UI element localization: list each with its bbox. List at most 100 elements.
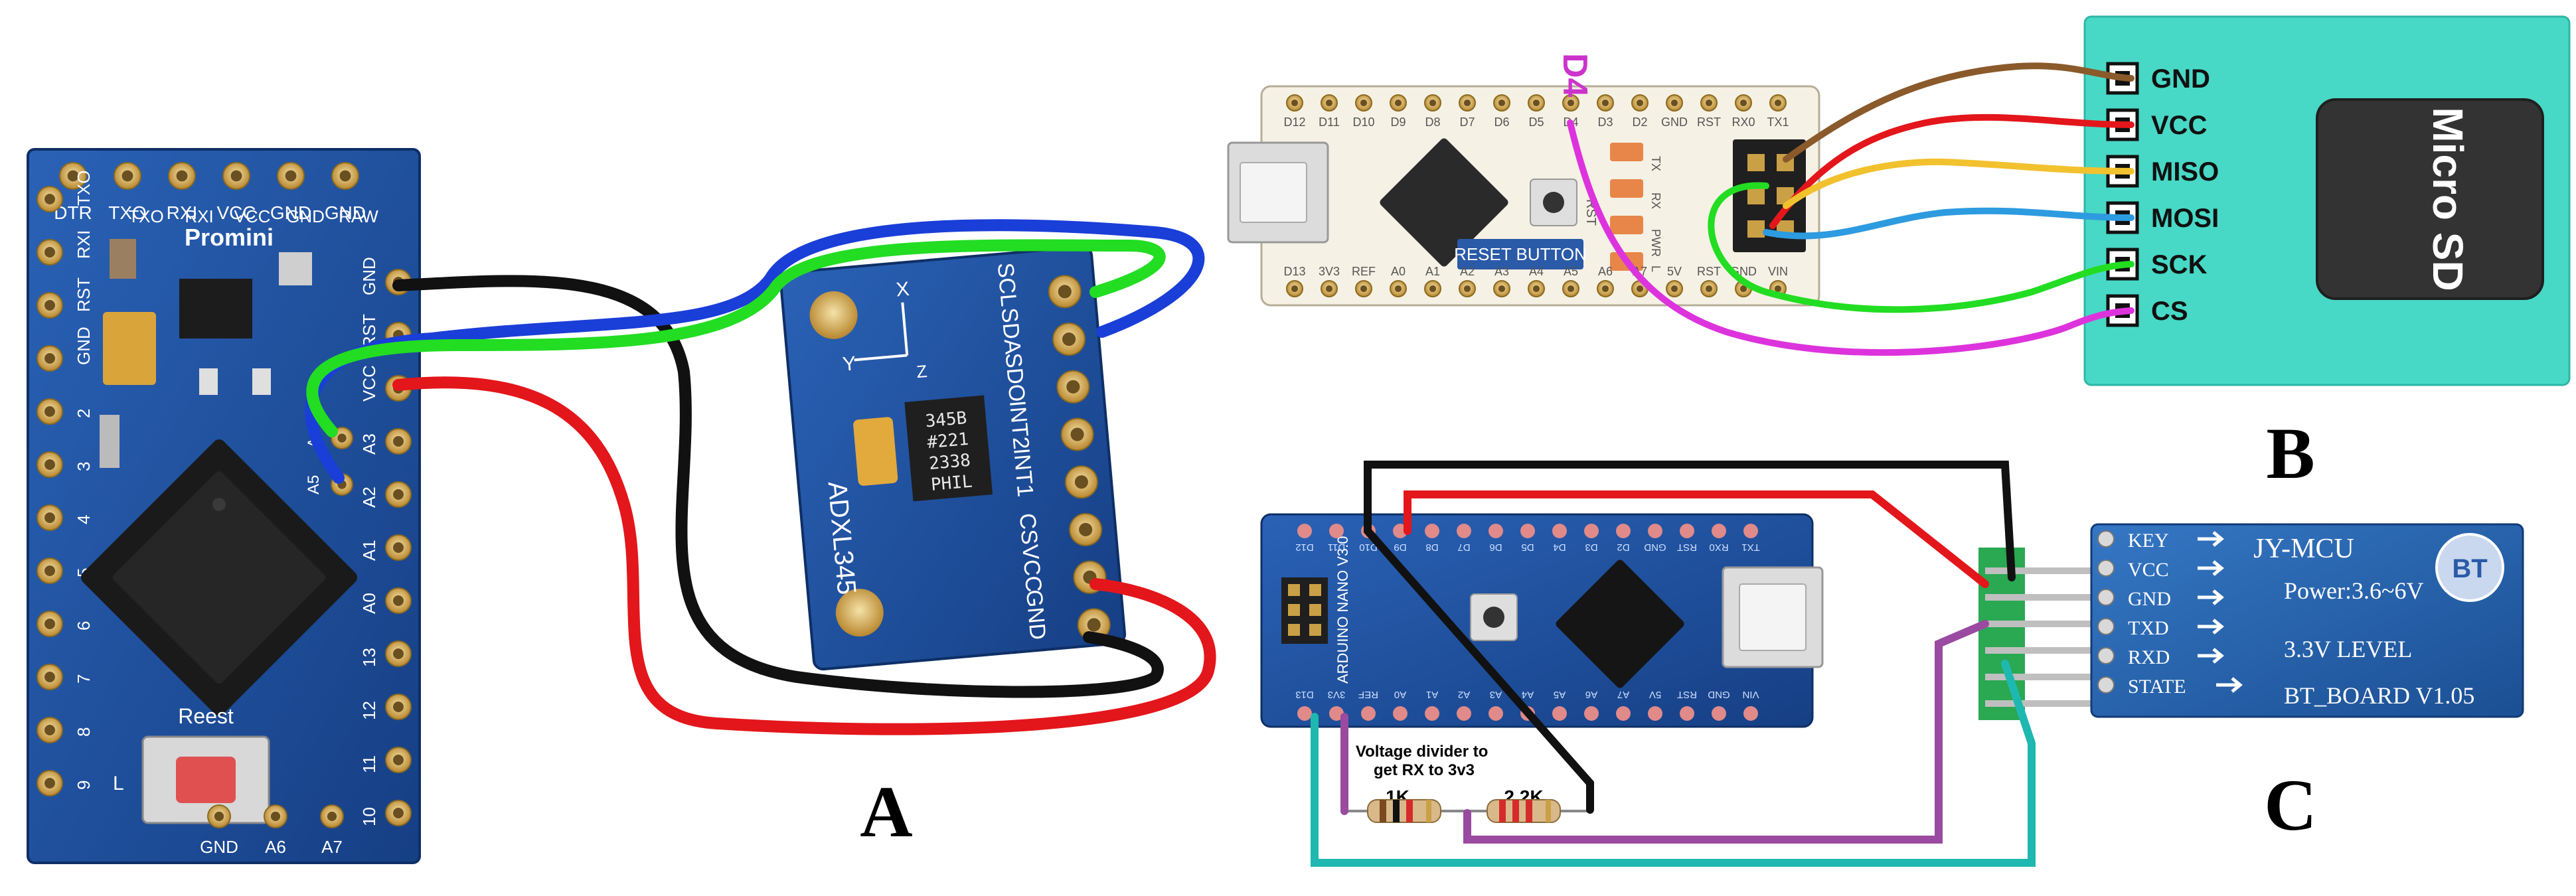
reset-button-label: RESET BUTTON xyxy=(1454,244,1587,264)
adxl-chip-text: 2338 xyxy=(928,451,971,474)
bt-pin-label: STATE xyxy=(2128,676,2186,698)
wires-panel-b xyxy=(1567,62,2134,356)
nano-c-bottom-pad xyxy=(1297,706,1312,721)
promini-top-pin-label: GND xyxy=(270,202,311,223)
wire-yellow-miso xyxy=(1783,158,2134,209)
nano-c-top-pad xyxy=(1297,524,1312,538)
nano-c-top-pad xyxy=(1712,524,1726,538)
promini-left-pin-label: 8 xyxy=(74,727,94,737)
nano-c-board-text: ARDUINO NANO V3.0 xyxy=(1334,536,1351,684)
bt-pin-label: RXD xyxy=(2128,646,2170,668)
promini-top-pin-label: GND xyxy=(325,202,366,223)
nano-c-top-pin-label: D2 xyxy=(1617,542,1629,553)
bt-title: JY-MCU xyxy=(2253,534,2354,564)
nano-b-bottom-pin-label: A1 xyxy=(1425,265,1440,278)
bt-info-line: Power:3.6~6V xyxy=(2284,577,2423,604)
nano-c-bottom-pin-label: A4 xyxy=(1522,689,1534,700)
resistor-2k2 xyxy=(1487,799,1561,823)
nano-b-bottom-pin-label: A3 xyxy=(1494,265,1509,278)
bt-logo: BT xyxy=(2452,554,2487,583)
nano-c-bottom-pin-label: A1 xyxy=(1426,689,1438,700)
nano-c-bottom-pad xyxy=(1425,706,1439,721)
wire-red-vcc xyxy=(1404,490,1989,588)
adxl-pin-label: CS xyxy=(1014,512,1042,546)
nano-b-top-pin-label: D3 xyxy=(1597,115,1613,129)
nano-b-led xyxy=(1610,216,1643,234)
promini-left-pin-label: 7 xyxy=(74,674,94,684)
nano-b-top-pin-label: D2 xyxy=(1632,115,1647,129)
nano-c-top-pad xyxy=(1520,524,1535,538)
promini-left-pin-label: RXI xyxy=(74,230,94,259)
nano-b-led-label: PWR xyxy=(1649,229,1662,257)
nano-c-top-pad xyxy=(1743,524,1758,538)
nano-b-led xyxy=(1610,179,1643,198)
wires-panel-c xyxy=(1311,461,2036,867)
nano-b-bottom-pin-label: REF xyxy=(1352,265,1376,278)
nano-c-bottom-pin-label: A5 xyxy=(1554,689,1566,700)
nano-b-bottom-pin-label: 3V3 xyxy=(1319,265,1340,278)
wire-lightblue-mosi xyxy=(1763,207,2134,240)
nano-b-bottom-pin-label: RST xyxy=(1697,265,1721,278)
wire-green-sck xyxy=(1708,182,2134,313)
adxl-chip-text: PHIL xyxy=(930,472,973,495)
header-pin xyxy=(1985,567,2098,574)
nano-b-led-label: TX xyxy=(1649,156,1662,171)
promini-left-pin-label: 2 xyxy=(74,409,94,418)
wire-red-vcc xyxy=(1769,113,2134,229)
nano-c-top-pin-label: D4 xyxy=(1553,542,1566,553)
nano-c-top-pin-label: D11 xyxy=(1328,542,1345,553)
panel-label-b: B xyxy=(2266,413,2314,494)
nano-c-bottom-pad xyxy=(1712,706,1726,721)
nano-c-top-pad xyxy=(1616,524,1631,538)
panel-label-c: C xyxy=(2264,765,2316,846)
wire-red-vcc xyxy=(392,376,1216,735)
wire-teal-tx xyxy=(1311,660,2036,867)
nano-c-bottom-pad xyxy=(1648,706,1662,721)
nano-b-bottom-pin-label: D13 xyxy=(1283,265,1305,278)
wire-purple-rx xyxy=(1340,620,1989,844)
promini-left-pin-label: TXO xyxy=(74,171,94,206)
panel-label-a: A xyxy=(860,771,912,852)
nano-b-top-pin-label: D9 xyxy=(1390,115,1406,129)
promini-left-pin-label: GND xyxy=(74,327,94,365)
promini-right-pin-label: 12 xyxy=(359,701,379,720)
nano-b-bottom-pin-label: A5 xyxy=(1564,265,1578,278)
wire-magenta-cs xyxy=(1567,119,2134,356)
nano-c-bottom-pad xyxy=(1680,706,1694,721)
nano-b-led-label: L xyxy=(1649,265,1662,272)
nano-c-top-pin-label: D8 xyxy=(1425,542,1438,553)
sd-pin-label: VCC xyxy=(2151,111,2207,140)
nano-c-top-pin-label: D10 xyxy=(1359,542,1378,553)
reset-button: Reest xyxy=(141,704,270,824)
nano-b-led xyxy=(1610,143,1643,161)
nano-c-bottom-pad xyxy=(1329,706,1344,721)
promini-right-pin-label: GND xyxy=(359,257,379,295)
reset-label: Reest xyxy=(178,704,234,728)
promini-analog-label: A5 xyxy=(305,475,323,494)
adxl-pin-label: GND xyxy=(1021,589,1050,641)
sd-card-label: Micro SD xyxy=(2424,107,2472,291)
adxl-pin-label: VCC xyxy=(1017,544,1046,593)
atmega-chip xyxy=(81,439,357,715)
voltage-divider: Voltage divider to get RX to 3v3 1K 2.2K xyxy=(1341,743,1593,823)
nano-b-top-pin-label: D5 xyxy=(1528,115,1544,129)
nano-c-bottom-pad xyxy=(1552,706,1567,721)
nano-b-led-label: RX xyxy=(1649,192,1662,209)
nano-c-top-pad xyxy=(1584,524,1599,538)
adxl-pin-label: SDA xyxy=(997,307,1026,355)
header-pin xyxy=(1985,647,2098,654)
nano-c-top-pin-label: GND xyxy=(1644,542,1666,553)
nano-b-top-pin-label: D7 xyxy=(1459,115,1475,129)
nano-c-bottom-pin-label: A7 xyxy=(1617,689,1629,700)
d4-callout: D4 xyxy=(1556,53,1594,98)
nano-b-bottom-pin-label: A4 xyxy=(1529,265,1544,278)
nano-b-top-pin-label: GND xyxy=(1661,115,1688,129)
nano-c-top-pin-label: D7 xyxy=(1457,542,1470,553)
nano-c-bottom-pin-label: REF xyxy=(1358,689,1378,700)
nano-b-bottom-pin-label: A6 xyxy=(1598,265,1613,278)
adxl-chip-text: #221 xyxy=(926,429,969,453)
